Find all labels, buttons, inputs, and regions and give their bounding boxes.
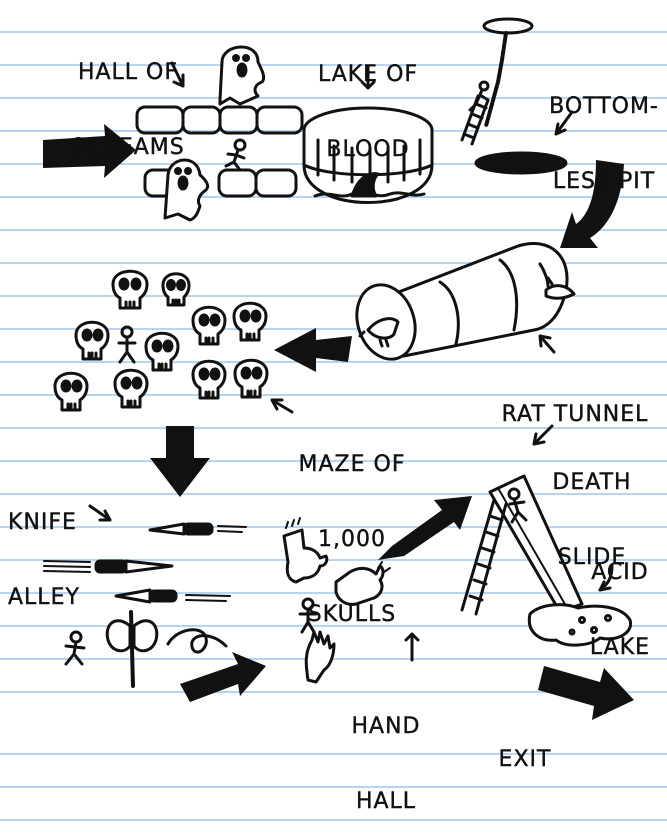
battle-axe-icon <box>107 612 157 686</box>
label-line: BLOOD <box>306 137 430 162</box>
label-line: MAZE OF <box>286 452 418 477</box>
label-line: 1,000 <box>286 527 418 552</box>
skull-icon <box>193 361 225 398</box>
skull-icon <box>113 271 147 308</box>
label-line: LAKE OF <box>306 62 430 87</box>
knife-alley-label: KNIFE ALLEY <box>8 460 108 635</box>
label-line: KNIFE <box>8 510 108 535</box>
flow-arrow-down <box>150 426 210 497</box>
skull-icon <box>163 274 189 305</box>
label-line: DEATH <box>544 470 640 495</box>
hall-of-screams-label: HALL OF SCREAMS <box>64 10 192 185</box>
skull-icon <box>55 373 87 410</box>
label-line: BOTTOM- <box>542 94 666 119</box>
flow-arrow-knives-to-hands <box>180 652 266 702</box>
rope-anchor-icon <box>484 19 532 33</box>
lake-of-blood-label: LAKE OF BLOOD <box>306 12 430 187</box>
bottomless-pit-label: BOTTOM- LESS PIT <box>542 44 666 219</box>
skull-icon <box>115 370 147 407</box>
skull-icon <box>235 360 267 397</box>
label-line: HAND <box>348 714 424 739</box>
whip-icon <box>168 630 226 652</box>
label-line: ACID <box>582 560 658 585</box>
running-stickman-icon <box>226 140 245 170</box>
knife-icon <box>116 590 230 602</box>
stickman-icon <box>119 327 135 362</box>
label-line: HALL <box>348 789 424 814</box>
label-line: ALLEY <box>8 585 108 610</box>
maze-of-skulls-drawing <box>55 271 292 412</box>
rope-icon <box>486 33 506 126</box>
exit-label: EXIT <box>490 697 560 797</box>
maze-of-skulls-label: MAZE OF 1,000 SKULLS <box>286 402 418 652</box>
hand-hall-label: HAND HALL <box>348 664 424 839</box>
flow-arrow-tunnel-to-skulls <box>274 328 352 372</box>
label-line: EXIT <box>490 747 560 772</box>
stickman-icon <box>66 632 84 664</box>
knife-icon <box>150 524 246 534</box>
label-line: LESS PIT <box>542 169 666 194</box>
rat-icon <box>546 286 574 299</box>
label-line: HALL OF <box>64 60 192 85</box>
label-line: SCREAMS <box>64 135 192 160</box>
rat-tunnel-pointer <box>540 336 554 352</box>
rat-tunnel-drawing <box>348 244 574 367</box>
label-line: SKULLS <box>286 602 418 627</box>
skull-icon <box>193 307 225 344</box>
label-line: LAKE <box>582 635 658 660</box>
skull-icon <box>76 322 108 359</box>
ladder-icon <box>462 500 506 614</box>
acid-lake-label: ACID LAKE <box>582 510 658 685</box>
skull-icon <box>234 303 266 340</box>
skull-icon <box>146 333 178 370</box>
